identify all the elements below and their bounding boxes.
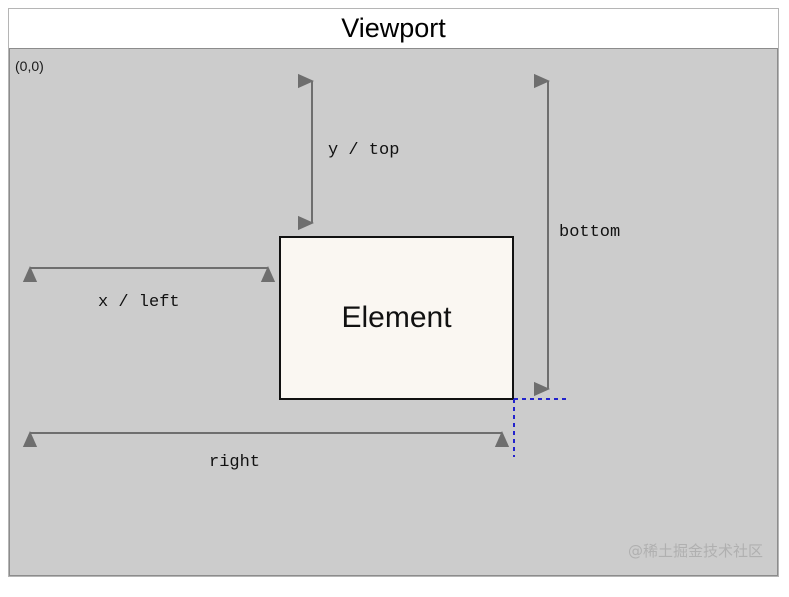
viewport-title-bar: Viewport	[9, 9, 778, 48]
label-bottom: bottom	[559, 223, 621, 242]
viewport-area: (0,0) Element	[9, 48, 778, 576]
page-title: Viewport	[341, 13, 446, 43]
label-y-top: y / top	[328, 141, 400, 160]
guide-lines-dotted	[513, 398, 568, 457]
label-x-left: x / left	[98, 293, 180, 312]
viewport-frame: Viewport (0,0) Element	[8, 8, 779, 577]
label-right: right	[209, 453, 261, 472]
element-box-label: Element	[341, 301, 452, 334]
watermark-text: @稀土掘金技术社区	[627, 542, 763, 560]
element-box: Element	[279, 236, 514, 400]
origin-coordinate-label: (0,0)	[15, 58, 44, 74]
